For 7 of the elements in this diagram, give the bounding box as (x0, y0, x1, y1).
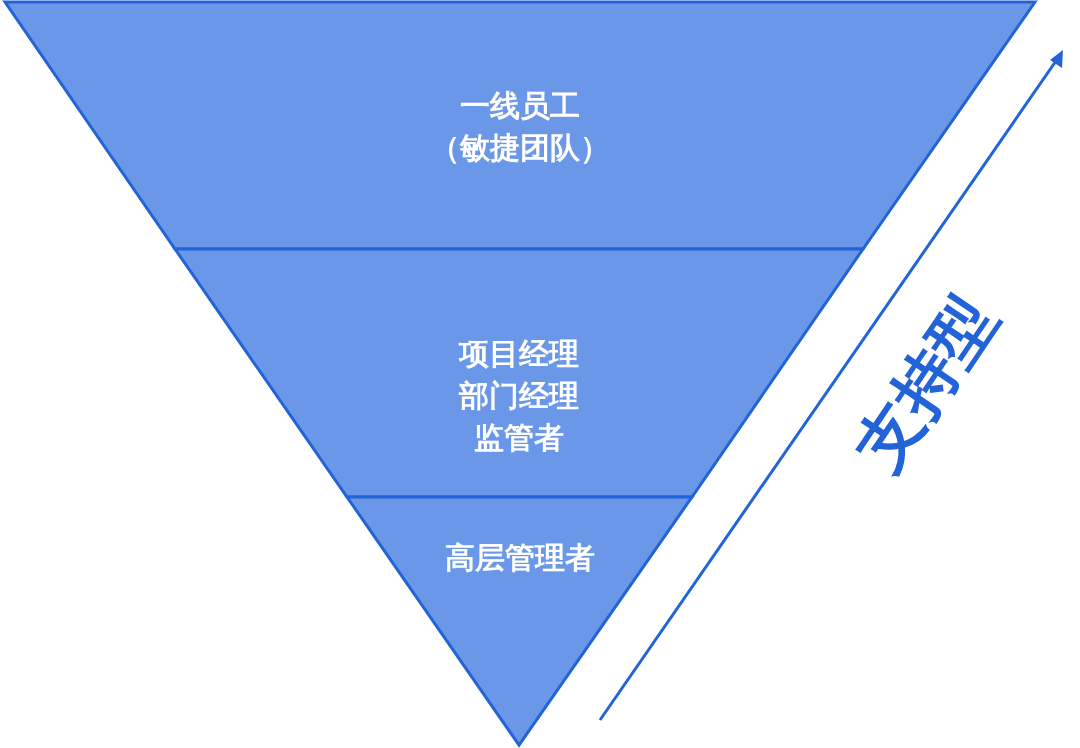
band-label: （敏捷团队） (430, 129, 610, 167)
band-label: 部门经理 (459, 377, 579, 415)
band-label: 一线员工 (460, 87, 580, 125)
band-label: 监管者 (474, 419, 564, 457)
band-label: 高层管理者 (444, 539, 595, 577)
band-label: 项目经理 (459, 335, 579, 373)
side-label: 支持型 (840, 281, 1011, 486)
